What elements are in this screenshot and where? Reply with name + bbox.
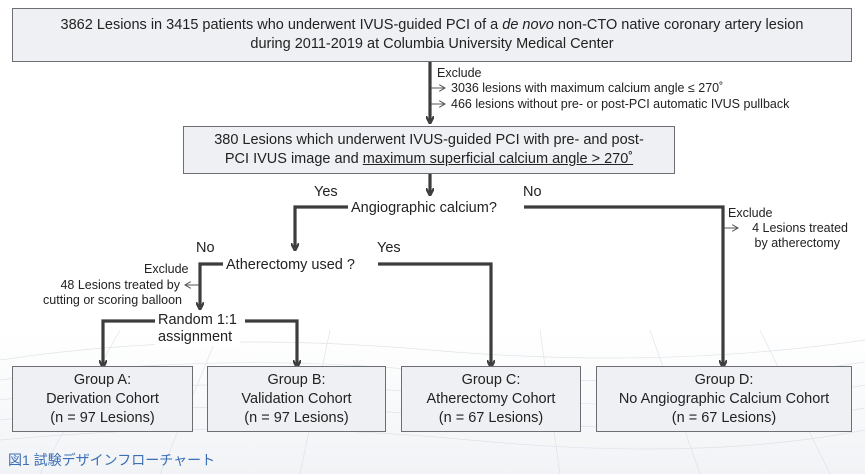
group-b-n: (n = 97 Lesions): [244, 409, 349, 426]
arrow-athero-yes: [378, 262, 491, 365]
group-c-title: Group C:: [461, 371, 521, 388]
top-box-line1: 3862 Lesions in 3415 patients who underw…: [60, 17, 804, 33]
top-box: 3862 Lesions in 3415 patients who underw…: [12, 8, 852, 62]
exclude1-item2: 466 lesions without pre- or post-PCI aut…: [451, 97, 790, 111]
exclude-left-line2: cutting or scoring balloon: [43, 293, 182, 307]
exclude-right-line1: 4 Lesions treated: [752, 221, 848, 235]
group-a-n: (n = 97 Lesions): [50, 409, 155, 426]
group-b-box: Group B: Validation Cohort (n = 97 Lesio…: [207, 366, 386, 432]
figure-caption: 図1 試験デザインフローチャート: [8, 452, 216, 468]
arrow-random-to-a: [103, 319, 155, 365]
top-box-line2: during 2011-2019 at Columbia University …: [250, 36, 614, 52]
angio-yes-label: Yes: [314, 184, 338, 200]
group-a-subtitle: Derivation Cohort: [46, 390, 159, 407]
exclude1-title: Exclude: [437, 66, 482, 80]
group-c-n: (n = 67 Lesions): [438, 409, 544, 426]
group-b-subtitle: Validation Cohort: [241, 390, 352, 407]
angio-question: Angiographic calcium?: [348, 199, 500, 217]
exclude-left-title: Exclude: [144, 262, 189, 276]
second-box-line1: 380 Lesions which underwent IVUS-guided …: [214, 132, 644, 148]
exclude-left-line1: 48 Lesions treated by: [60, 278, 180, 292]
group-d-box: Group D: No Angiographic Calcium Cohort …: [596, 366, 852, 432]
exclude-right-title: Exclude: [728, 206, 773, 220]
angio-no-label: No: [523, 184, 542, 200]
arrow-athero-no: [200, 262, 225, 307]
athero-question: Atherectomy used ?: [223, 256, 358, 274]
group-d-subtitle: No Angiographic Calcium Cohort: [618, 390, 830, 407]
group-c-box: Group C: Atherectomy Cohort (n = 67 Lesi…: [401, 366, 581, 432]
group-d-title: Group D:: [694, 371, 754, 388]
arrow-random-to-b: [245, 319, 297, 365]
second-box: 380 Lesions which underwent IVUS-guided …: [183, 126, 675, 174]
exclude1-item1: 3036 lesions with maximum calcium angle …: [451, 81, 724, 95]
athero-no-label: No: [196, 240, 215, 256]
arrow-angio-yes: [295, 205, 350, 248]
group-c-subtitle: Atherectomy Cohort: [426, 390, 556, 407]
group-a-box: Group A: Derivation Cohort (n = 97 Lesio…: [12, 366, 193, 432]
random-line1: Random 1:1: [158, 312, 237, 328]
random-assignment: Random 1:1 assignment: [155, 312, 240, 346]
arrow-angio-no: [524, 205, 723, 365]
random-line2: assignment: [158, 329, 233, 345]
group-b-title: Group B:: [267, 371, 326, 388]
exclude-right-line2: by atherectomy: [754, 236, 840, 250]
second-box-line2: PCI IVUS image and maximum superficial c…: [224, 151, 634, 167]
athero-yes-label: Yes: [377, 240, 401, 256]
group-a-title: Group A:: [73, 371, 132, 388]
group-d-n: (n = 67 Lesions): [671, 409, 777, 426]
